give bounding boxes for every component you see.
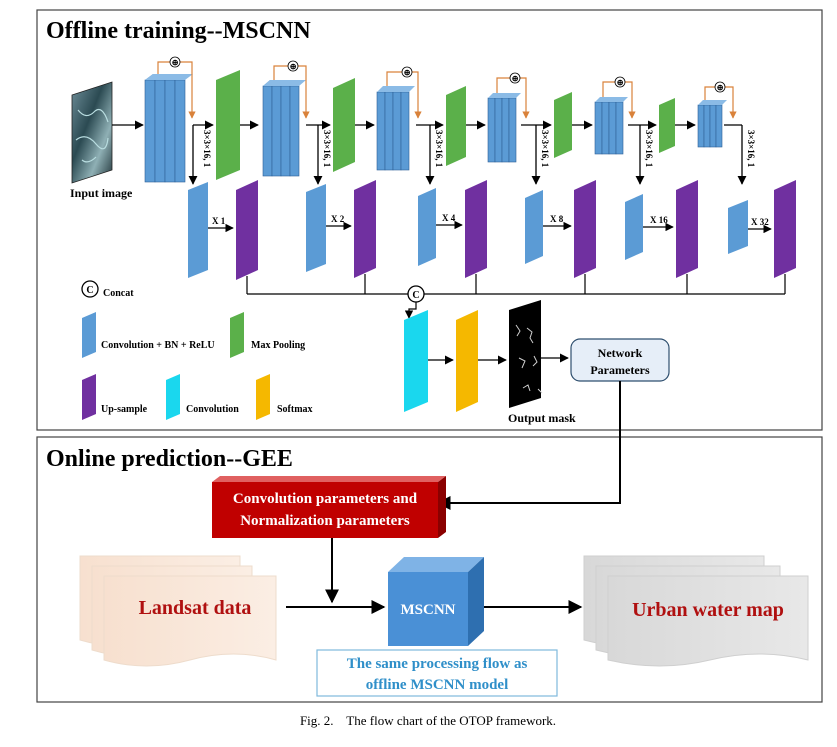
svg-text:Normalization parameters: Normalization parameters (240, 513, 410, 529)
same-flow-note (316, 649, 558, 697)
svg-text:X 16: X 16 (650, 215, 668, 225)
upsample-2 (354, 180, 376, 278)
upsample-1 (236, 180, 258, 280)
maxpool-5 (659, 98, 675, 153)
svg-text:Softmax: Softmax (277, 404, 313, 415)
final-conv (404, 310, 428, 412)
svg-text:X 4: X 4 (442, 213, 456, 223)
encoder-stage-5: ⊕ (594, 76, 636, 155)
svg-text:X 8: X 8 (550, 214, 564, 224)
legend-upsample-swatch (82, 374, 96, 420)
legend-softmax-swatch (256, 374, 270, 420)
input-image-label: Input image (70, 186, 133, 200)
upsample-6 (774, 180, 796, 278)
upsample-row: X 1 X 2 X 4 X 8 X 16 X 32 (188, 180, 796, 280)
landsat-data: Landsat data (79, 555, 277, 667)
upsample-4 (574, 180, 596, 278)
encoder-stage-4: ⊕ (487, 72, 530, 163)
svg-text:Network: Network (598, 346, 643, 360)
branch-row: 3×3×16, 1 3×3×16, 1 3×3×16, 1 3×3×16, 1 … (188, 125, 756, 185)
conv-label-1: 3×3×16, 1 (202, 130, 212, 168)
svg-text:⊕: ⊕ (289, 62, 297, 72)
svg-text:The same processing flow as: The same processing flow as (347, 656, 528, 672)
legend-convolution-swatch (166, 374, 180, 420)
svg-text:Up-sample: Up-sample (101, 404, 148, 415)
output-mask-label: Output mask (508, 411, 576, 425)
conv-label-5: 3×3×16, 1 (644, 130, 654, 168)
softmax-layer (456, 310, 478, 412)
branch-conv-3 (418, 188, 436, 266)
maxpool-2 (333, 78, 355, 172)
conv-label-4: 3×3×16, 1 (540, 130, 550, 168)
input-image (71, 81, 113, 184)
encoder-stage-6: ⊕ (697, 81, 737, 148)
conv-label-3: 3×3×16, 1 (434, 130, 444, 168)
concat-bus: C (246, 274, 786, 319)
svg-text:Urban water map: Urban water map (632, 599, 784, 621)
svg-text:MSCNN: MSCNN (401, 602, 456, 618)
svg-text:⊕: ⊕ (716, 83, 724, 93)
branch-conv-6 (728, 200, 748, 254)
svg-text:⊕: ⊕ (616, 78, 624, 88)
svg-text:X 1: X 1 (212, 216, 226, 226)
head-row: Output mask Network Parameters (404, 300, 670, 425)
svg-text:C: C (86, 285, 93, 296)
svg-text:Concat: Concat (103, 288, 134, 299)
online-title: Online prediction--GEE (46, 446, 293, 472)
svg-text:offline MSCNN model: offline MSCNN model (366, 677, 509, 693)
svg-text:X 32: X 32 (751, 217, 769, 227)
svg-text:X 2: X 2 (331, 214, 345, 224)
encoder-stage-2: ⊕ (262, 60, 310, 177)
online-row: Convolution parameters and Normalization… (79, 476, 809, 697)
encoder-stage-3: ⊕ (376, 66, 422, 171)
svg-text:Convolution parameters and: Convolution parameters and (233, 491, 418, 507)
legend-concat-icon (81, 280, 99, 298)
legend-maxpool-swatch (230, 312, 244, 358)
svg-text:⊕: ⊕ (171, 58, 179, 68)
maxpool-3 (446, 86, 466, 166)
svg-text:C: C (412, 290, 419, 301)
legend-conv-bn-relu-swatch (82, 312, 96, 358)
svg-text:⊕: ⊕ (511, 74, 519, 84)
conv-label-2: 3×3×16, 1 (322, 130, 332, 168)
branch-conv-1 (188, 182, 208, 278)
online-panel (36, 436, 823, 703)
svg-text:Convolution + BN + ReLU: Convolution + BN + ReLU (101, 340, 215, 351)
svg-text:Landsat data: Landsat data (139, 597, 252, 619)
offline-title: Offline training--MSCNN (46, 18, 311, 44)
conv-label-6: 3×3×16, 1 (746, 130, 756, 168)
maxpool-4 (554, 92, 572, 158)
maxpool-1 (216, 70, 240, 180)
params-link (436, 381, 621, 510)
svg-text:⊕: ⊕ (403, 68, 411, 78)
branch-conv-4 (525, 190, 543, 264)
legend: C Concat Convolution + BN + ReLU Max Poo… (81, 280, 313, 420)
encoder-row: ⊕ ⊕ ⊕ (112, 56, 742, 183)
svg-text:Parameters: Parameters (590, 363, 650, 377)
offline-panel (36, 9, 823, 431)
branch-conv-2 (306, 184, 326, 272)
mscnn-cube: MSCNN (388, 557, 484, 646)
svg-text:Convolution: Convolution (186, 404, 239, 415)
conv-norm-params-box: Convolution parameters and Normalization… (212, 476, 446, 538)
upsample-5 (676, 180, 698, 278)
encoder-stage-1: ⊕ (144, 56, 196, 183)
output-mask (509, 300, 543, 408)
figure-caption: Fig. 2. The flow chart of the OTOP frame… (300, 713, 556, 728)
upsample-3 (465, 180, 487, 278)
branch-conv-5 (625, 194, 643, 260)
svg-text:Max Pooling: Max Pooling (251, 340, 305, 351)
urban-water-map: Urban water map (583, 555, 809, 667)
